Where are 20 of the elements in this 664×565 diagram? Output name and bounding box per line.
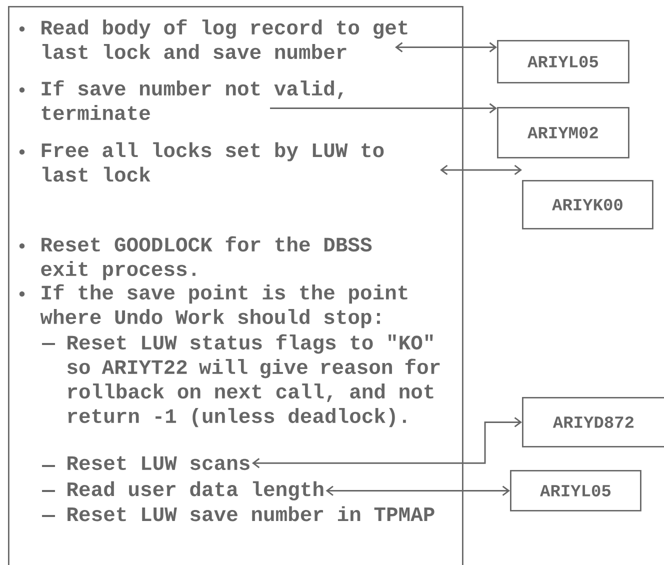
list-item: Free all locks set by LUW to last lock <box>42 142 384 182</box>
arrow <box>252 417 522 468</box>
list-item: Reset LUW scans <box>68 456 250 470</box>
arrow <box>395 42 497 52</box>
panel-box <box>8 6 464 565</box>
list-item: If the save point is the point where Undo Work should stop: <box>40 284 408 328</box>
list-item: Reset LUW save number in TPMAP <box>68 506 434 522</box>
arrow <box>270 103 497 114</box>
list-item: Read body of log record to get last lock and save number <box>42 19 408 60</box>
arrow <box>326 486 510 496</box>
list-item: If save number not valid, terminate <box>42 80 343 120</box>
list-item: Reset LUW status flags to "KO" so ARIYT22 will give reason for rollback on next call, and not return -1 (unless deadlock). <box>67 334 440 428</box>
module-box: ARIYM02 <box>497 107 630 158</box>
module-box: ARIYL05 <box>497 40 630 84</box>
list-item: Reset GOODLOCK for the DBSS exit process. <box>41 236 372 280</box>
module-box: ARIYD872 <box>522 397 664 448</box>
module-box: ARIYL05 <box>510 470 642 512</box>
module-box: ARIYK00 <box>522 180 654 230</box>
arrow <box>440 164 522 176</box>
list-item: Read user data length <box>68 481 324 500</box>
